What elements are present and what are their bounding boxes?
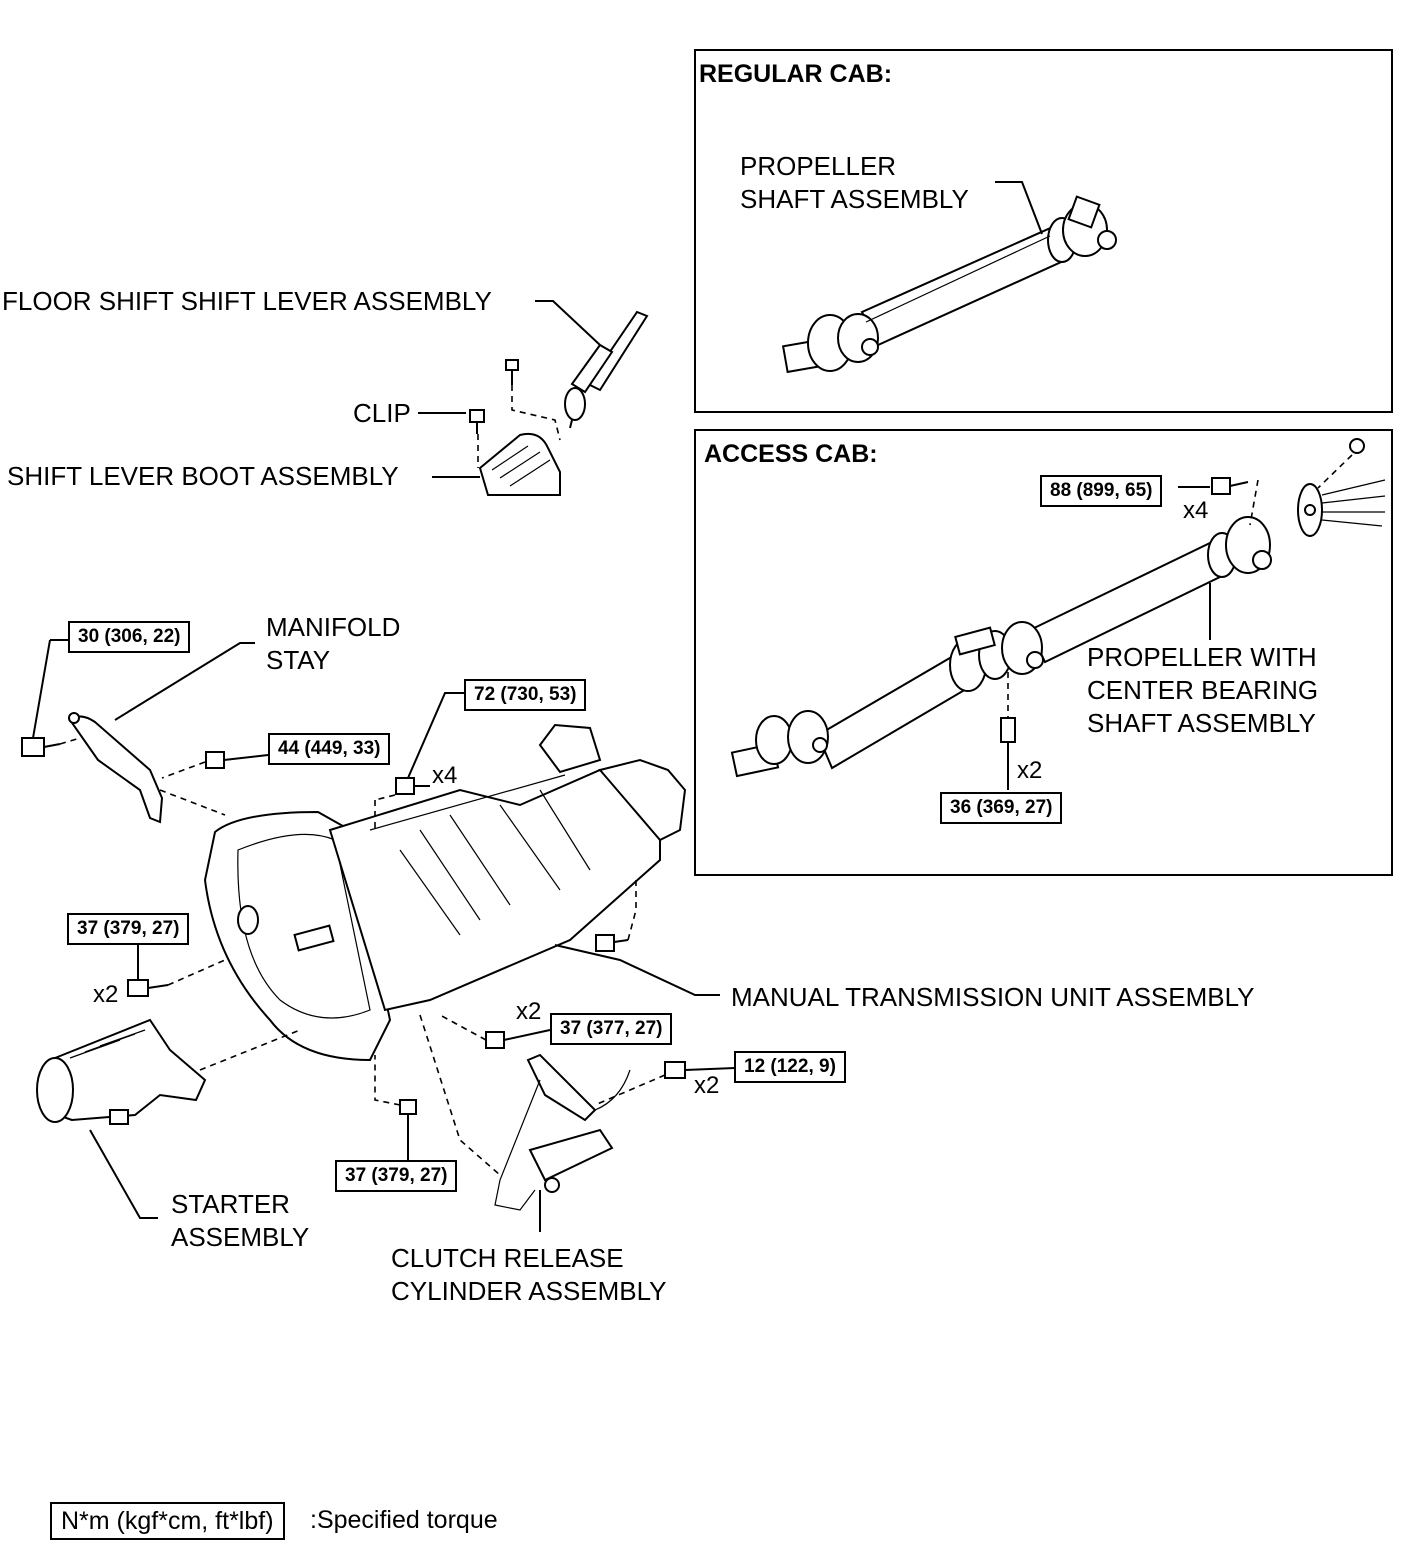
torque-37-lower-box: 37 (377, 27) <box>550 1013 673 1045</box>
torque-37-bottom-box: 37 (379, 27) <box>335 1160 458 1192</box>
manifold-stay-label: MANIFOLD STAY <box>266 612 401 675</box>
torque-88-box: 88 (899, 65) <box>1040 475 1163 507</box>
access-propeller-shaft <box>730 438 1386 778</box>
regular-propeller-leader <box>995 181 1043 235</box>
floor-shift-leader <box>535 300 601 346</box>
torque-37-starter-qty: x2 <box>93 981 119 1008</box>
transmission-leader <box>554 944 720 996</box>
starter-part <box>36 1018 207 1125</box>
access-cab-panel-frame <box>694 429 1393 876</box>
clip-label: CLIP <box>353 398 411 428</box>
regular-cab-title: REGULAR CAB: <box>699 60 893 88</box>
torque-37-lower-qty: x2 <box>516 998 542 1025</box>
regular-propeller-shaft <box>781 195 1117 374</box>
floor-shift-lever-label: FLOOR SHIFT SHIFT LEVER ASSEMBLY <box>2 286 492 316</box>
starter-assembly-label: STARTER ASSEMBLY <box>171 1189 310 1252</box>
torque-44-box: 44 (449, 33) <box>268 733 391 765</box>
transmission-body <box>203 723 687 1062</box>
manual-transmission-label: MANUAL TRANSMISSION UNIT ASSEMBLY <box>731 982 1255 1012</box>
torque-72-qty: x4 <box>432 762 458 789</box>
clutch-cylinder-part <box>494 1053 631 1211</box>
manifold-stay-leader <box>114 642 255 721</box>
regular-propeller-shaft-label: PROPELLER SHAFT ASSEMBLY <box>740 151 969 214</box>
manifold-stay-part <box>68 712 164 824</box>
shift-lever-boot-label: SHIFT LEVER BOOT ASSEMBLY <box>7 461 399 491</box>
torque-88-qty: x4 <box>1183 497 1209 524</box>
torque-30-box: 30 (306, 22) <box>68 621 191 653</box>
torque-72-box: 72 (730, 53) <box>464 679 587 711</box>
torque-36-qty: x2 <box>1017 757 1043 784</box>
torque-37-starter-box: 37 (379, 27) <box>67 913 190 945</box>
access-cab-title: ACCESS CAB: <box>704 440 878 468</box>
torque-36-box: 36 (369, 27) <box>940 792 1063 824</box>
regular-cab-panel-frame <box>694 49 1393 413</box>
starter-leader <box>89 1129 158 1219</box>
torque-12-box: 12 (122, 9) <box>734 1051 846 1083</box>
legend-specified-torque: :Specified torque <box>310 1506 498 1534</box>
access-propeller-shaft-label: PROPELLER WITH CENTER BEARING SHAFT ASSE… <box>1087 642 1319 738</box>
shift-lever-parts <box>469 310 649 496</box>
legend-torque-units: N*m (kgf*cm, ft*lbf) <box>50 1502 285 1540</box>
clutch-release-cylinder-label: CLUTCH RELEASE CYLINDER ASSEMBLY <box>391 1243 667 1306</box>
torque-12-qty: x2 <box>694 1072 720 1099</box>
